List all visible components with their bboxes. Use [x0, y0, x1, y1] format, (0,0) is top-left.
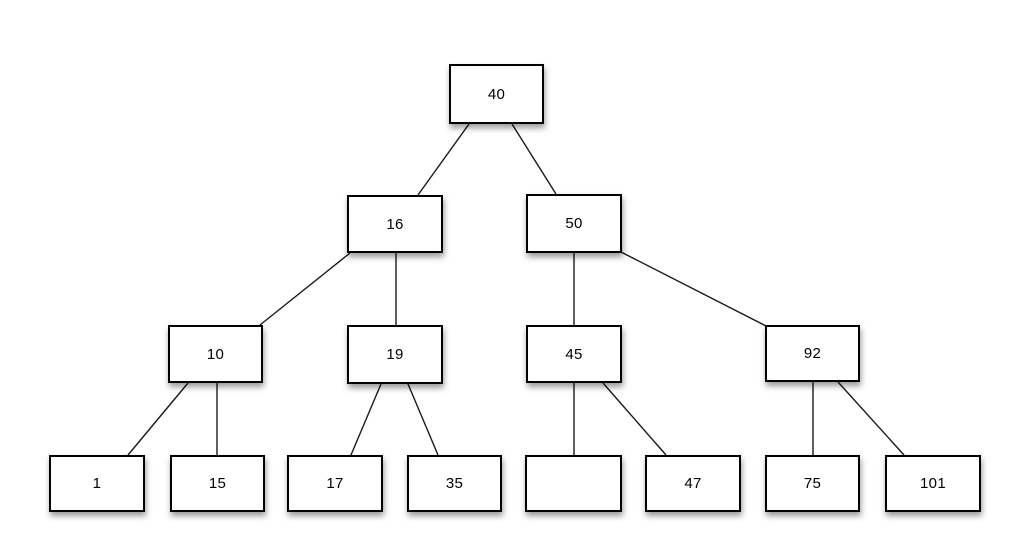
tree-edge-n45-n47 [602, 382, 667, 456]
tree-node-101: 101 [885, 455, 981, 512]
node-label: 16 [386, 215, 404, 233]
tree-edge-n40-n16 [417, 123, 470, 196]
node-label: 10 [206, 345, 225, 363]
tree-node-45: 45 [526, 325, 622, 383]
node-label: 40 [487, 85, 506, 103]
node-label: 92 [803, 345, 822, 362]
tree-node-40: 40 [449, 64, 544, 124]
tree-edge-n19-n17 [350, 383, 382, 456]
tree-edge-n50-n92 [620, 251, 767, 327]
node-label: 35 [445, 475, 464, 492]
tree-node-35: 35 [407, 455, 502, 512]
tree-node-50: 50 [526, 194, 622, 253]
tree-node-16: 16 [347, 195, 443, 253]
tree-node-75: 75 [765, 455, 860, 512]
tree-node-1: 1 [49, 455, 145, 512]
tree-node-92: 92 [765, 325, 860, 382]
tree-node-17: 17 [287, 455, 383, 512]
node-label: 17 [326, 475, 344, 492]
tree-node-10: 10 [168, 325, 263, 383]
node-label: 15 [208, 475, 227, 492]
node-label: 75 [803, 475, 822, 492]
tree-edge-n10-n1 [127, 382, 189, 456]
tree-edge-n16-n10 [259, 252, 351, 326]
tree-node-empty [525, 455, 622, 512]
node-label: 19 [386, 346, 404, 363]
tree-edge-n92-n101 [837, 381, 905, 456]
tree-node-19: 19 [347, 325, 443, 384]
tree-node-15: 15 [170, 455, 265, 512]
tree-node-47: 47 [645, 455, 741, 512]
tree-edge-n40-n50 [511, 123, 557, 195]
node-label: 50 [565, 215, 583, 232]
node-label: 47 [684, 475, 702, 492]
node-label: 1 [92, 475, 102, 492]
node-label: 45 [565, 345, 583, 363]
node-label: 101 [920, 475, 946, 492]
tree-edge-n19-n35 [407, 383, 439, 456]
